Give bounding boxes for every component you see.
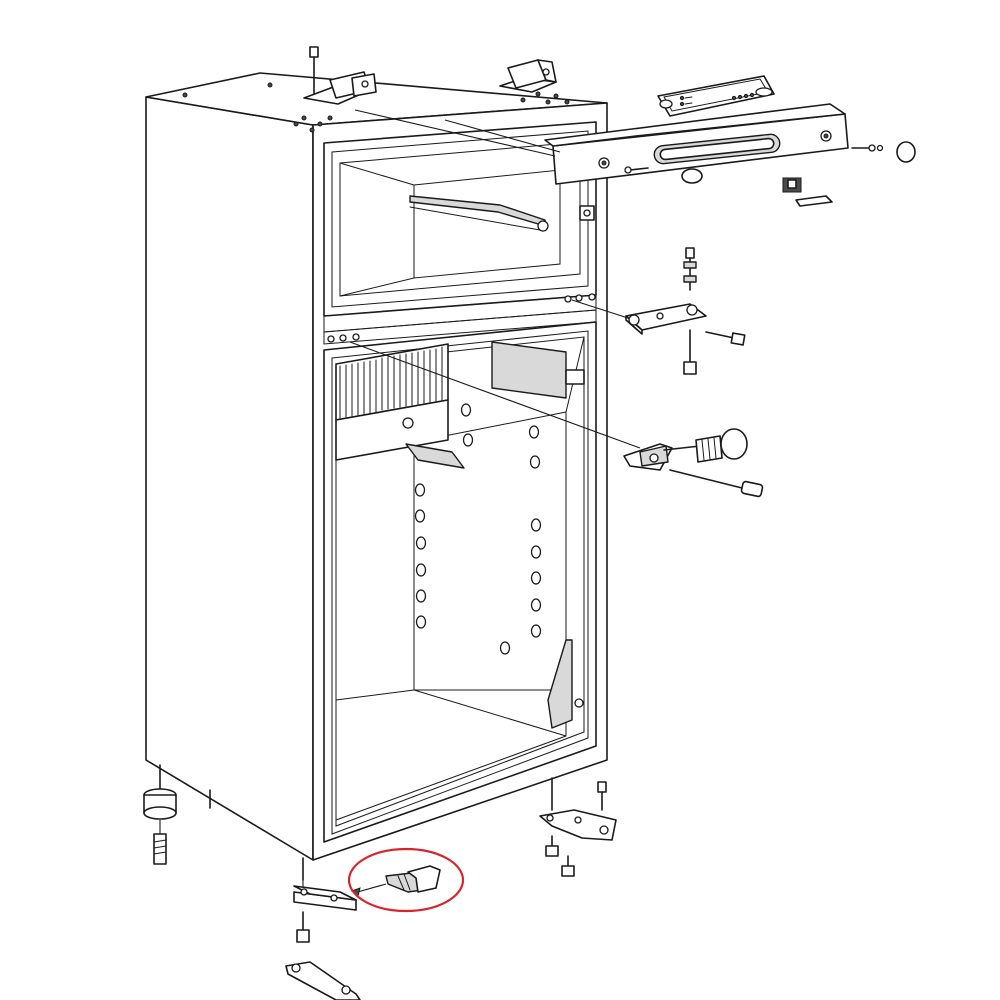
bottom-hinge-left	[285, 880, 361, 1000]
door-latch-assembly	[349, 341, 764, 498]
drain-channel	[547, 639, 573, 729]
top-hinge-left	[303, 46, 377, 105]
hinge-nut	[683, 361, 697, 375]
latch-knob	[720, 428, 748, 460]
control-panel-assembly	[354, 75, 916, 207]
highlight-circle	[347, 847, 465, 913]
top-hinge-right	[499, 59, 557, 93]
shelf-holes-left	[414, 403, 474, 629]
lamp-cover	[795, 195, 833, 207]
freezer-rail-screw	[537, 220, 549, 232]
cabinet	[145, 72, 608, 881]
latch-screw	[740, 480, 764, 498]
drip-tray	[335, 399, 449, 461]
middle-hinge-assembly	[571, 247, 746, 375]
bottom-hinge-plate-right	[539, 809, 617, 841]
shelf-holes-right	[499, 425, 542, 655]
top-mounting-holes	[182, 82, 570, 133]
bottom-hinge-right	[539, 781, 617, 877]
cabinet-left-side	[145, 96, 314, 861]
leveling-screw	[153, 833, 167, 865]
evaporator-fins	[335, 343, 449, 421]
adjustable-foot-left	[143, 788, 177, 865]
shelf-support-bracket	[405, 443, 465, 469]
thermostat-knob	[681, 168, 703, 184]
end-cap	[896, 141, 916, 163]
highlighted-door-stop-part	[347, 847, 465, 913]
thermostat-recess	[491, 341, 567, 399]
door-latch-inner	[565, 369, 585, 385]
control-housing-top	[544, 103, 846, 147]
control-board	[657, 75, 775, 117]
control-knob-small	[659, 99, 673, 109]
fridge-compartment	[323, 321, 597, 843]
